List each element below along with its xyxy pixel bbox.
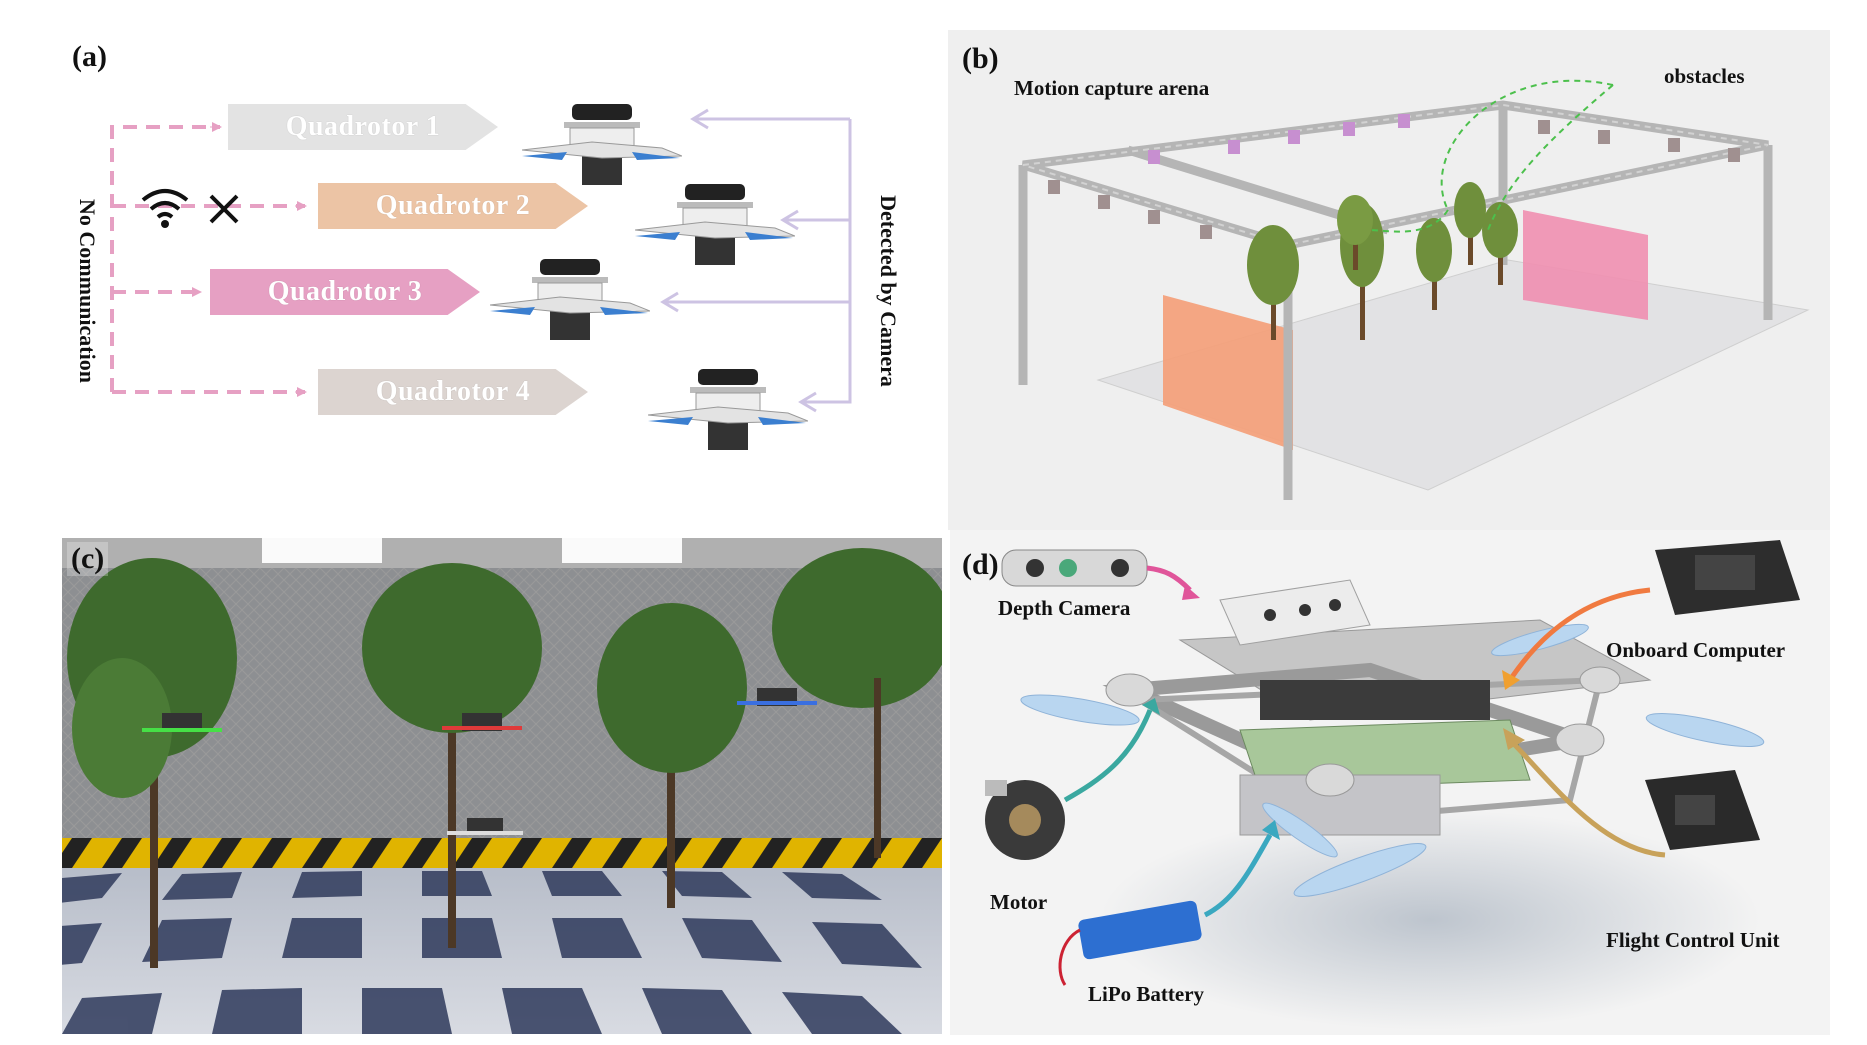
photo-drones (142, 688, 817, 835)
motor-component (985, 780, 1065, 860)
arrow-motor (1063, 709, 1153, 803)
photo-trees (67, 548, 942, 968)
lipo-battery-label: LiPo Battery (1088, 982, 1205, 1006)
quadrotor-4-label: Quadrotor 4 (318, 369, 588, 415)
cross-icon (209, 194, 239, 224)
quadrotor-3-drone (490, 259, 650, 340)
obstacles-pointer-curve (1367, 79, 1614, 233)
onboard-computer-component (1655, 540, 1800, 615)
arrow-flight-control (1508, 738, 1666, 858)
detected-by-camera-label: Detected by Camera (876, 195, 901, 387)
no-communication-lines (110, 125, 305, 394)
flight-control-unit-component (1645, 770, 1760, 850)
sign-arrival-area (1523, 210, 1648, 320)
panel-a-communication-diagram: (a) (60, 30, 920, 500)
indoor-arena-photo (62, 538, 942, 1034)
onboard-computer-label: Onboard Computer (1606, 638, 1786, 662)
obstacles-label: obstacles (1664, 64, 1745, 88)
hazard-stripes (62, 838, 942, 868)
lipo-battery-component (1058, 900, 1202, 986)
arrow-onboard-computer (1507, 587, 1651, 682)
arrow-depth-camera (1146, 565, 1192, 592)
tree-obstacles (1247, 182, 1518, 340)
quadrotor-1-label: Quadrotor 1 (228, 104, 498, 150)
propellers (1020, 623, 1765, 897)
arrow-battery (1203, 833, 1273, 918)
no-communication-label: No Communication (75, 199, 100, 383)
depth-camera-component (1001, 549, 1148, 587)
quadrotor-1-drone (522, 104, 682, 185)
detected-by-camera-lines (665, 117, 852, 404)
mocap-cameras (1048, 114, 1740, 254)
panel-c-real-world-photo: (c) (62, 538, 942, 1034)
quadrotor-4-drone (648, 369, 808, 450)
sign-starting-area (1163, 295, 1293, 450)
panel-b-label: (b) (962, 42, 999, 75)
wifi-icon (141, 189, 189, 228)
quadrotor-3-label: Quadrotor 3 (210, 269, 480, 315)
panel-c-label: (c) (67, 542, 109, 576)
panel-d-hardware-components: (d) (950, 530, 1830, 1035)
quadrotor-2-label: Quadrotor 2 (318, 183, 588, 229)
quadrotor-2-drone (635, 184, 795, 265)
panel-a-label: (a) (72, 40, 107, 73)
motor-label: Motor (990, 890, 1048, 914)
flight-control-unit-label: Flight Control Unit (1606, 928, 1780, 952)
connection-lines (110, 108, 852, 413)
hardware-exploded-view (985, 540, 1800, 1030)
panel-b-motion-capture-arena: (b) Motion capture arena obstacles (948, 30, 1830, 530)
arena-scene (1018, 79, 1810, 500)
mounted-depth-camera (1219, 579, 1371, 646)
panel-d-label: (d) (962, 548, 999, 581)
arena-label: Motion capture arena (1014, 76, 1210, 100)
depth-camera-label: Depth Camera (998, 596, 1131, 620)
frame-motors (1105, 666, 1621, 797)
